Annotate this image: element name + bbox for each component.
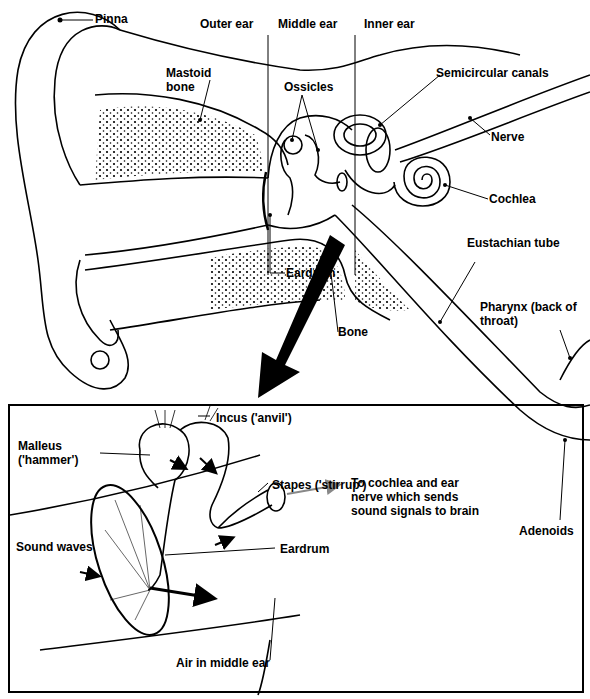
part-label: Inner ear [364,17,434,31]
part-label: Eustachian tube [467,236,587,250]
part-label: Cochlea [489,192,559,206]
part-label: Incus ('anvil') [216,411,356,425]
part-label: Eardrum [286,266,356,280]
inset-frame: Incus ('anvil')Malleus ('hammer')Stapes … [8,404,584,693]
part-label: Sound waves [16,540,116,554]
part-label: Malleus ('hammer') [18,439,98,467]
part-label: Bone [338,325,388,339]
part-label: Adenoids [519,524,589,538]
part-label: Outer ear [200,17,270,31]
part-label: Eardrum [280,542,360,556]
part-label: To cochlea and ear nerve which sends sou… [351,476,481,518]
part-label: Ossicles [284,80,354,94]
part-label: Pinna [95,12,155,26]
part-label: Mastoid bone [166,66,221,94]
part-label: Air in middle ear [176,656,316,670]
part-label: Nerve [491,130,551,144]
part-label: Semicircular canals [436,66,586,80]
part-label: Pharynx (back of throat) [480,300,590,328]
part-label: Middle ear [278,17,358,31]
